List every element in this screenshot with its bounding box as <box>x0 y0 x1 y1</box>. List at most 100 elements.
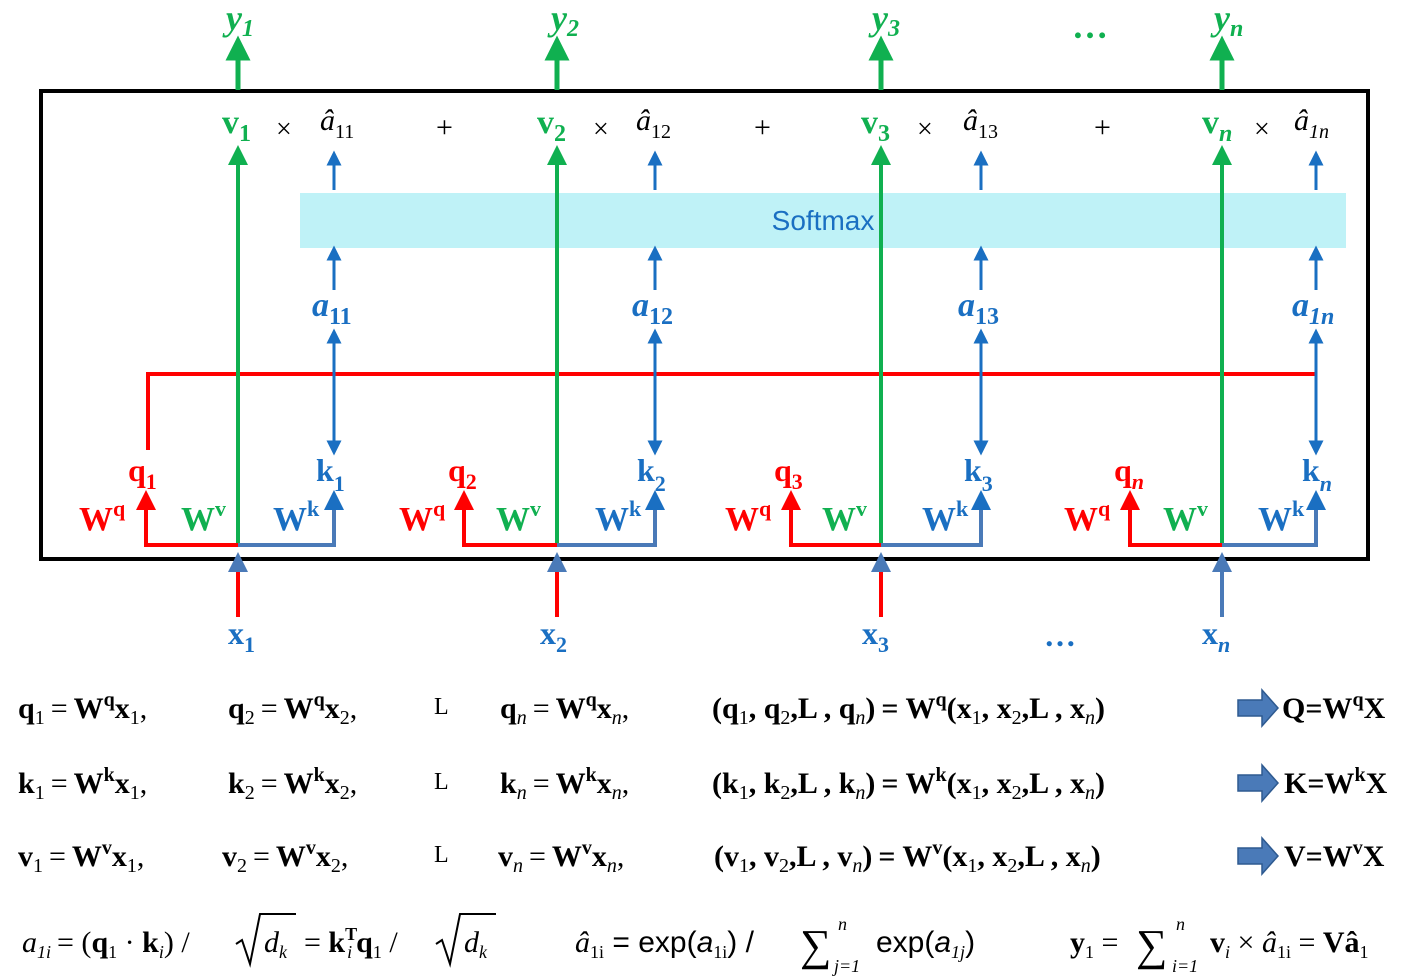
svg-text:exp(a1j): exp(a1j) <box>876 926 975 962</box>
formula-output: y1 = ∑ n i=1 vi × â1i = Vâ1 <box>1070 914 1369 976</box>
query-label-2: q2 <box>448 452 477 494</box>
query-label-n: qn <box>1114 452 1144 494</box>
svg-text:i=1: i=1 <box>1172 956 1198 976</box>
token-column-n <box>1120 35 1326 617</box>
input-label-2: x2 <box>540 615 567 657</box>
svg-text:v2=Wvx2,: v2=Wvx2, <box>222 837 348 877</box>
score-label-1n: a1n <box>1292 287 1334 330</box>
wv-label-3: Wv <box>822 496 867 538</box>
arrow-right-icon <box>1237 763 1280 803</box>
wq-label-1: Wq <box>79 496 126 538</box>
svg-text:(v1, v2,L , vn)= Wv(x1, x2,L: (v1, v2,L , vn)= Wv(x1, x2,L , xn) <box>714 837 1101 877</box>
query-proj-line <box>781 490 881 547</box>
svg-text:k1=Wkx1,: k1=Wkx1, <box>18 764 147 804</box>
wk-label-1: Wk <box>273 496 320 538</box>
plus-sign-2: + <box>754 111 771 144</box>
formula-softmax: â1i = exp(a1i) / ∑ n j=1 exp(a1j) <box>575 914 975 976</box>
value-label-n: vn <box>1202 104 1232 147</box>
times-sign-3: × <box>917 114 933 145</box>
weighted-sum-row: v1 × â11 + v2 × â12 + v3 × â13 + vn × â1… <box>222 104 1329 147</box>
attention-scores: a11 a12 a13 a1n <box>312 287 1334 330</box>
query-label-1: q1 <box>128 452 157 494</box>
svg-text:vn=Wvxn,: vn=Wvxn, <box>498 837 624 877</box>
token-column-1 <box>136 35 344 617</box>
plus-sign-3: + <box>1094 111 1111 144</box>
output-label-1: y1 <box>222 0 254 42</box>
svg-text:(q1, q2,L , qn)= Wq(x1, x2,L: (q1, q2,L , qn)= Wq(x1, x2,L , xn) <box>712 689 1105 729</box>
weight-label-2: â12 <box>636 104 671 143</box>
wq-label-n: Wq <box>1064 496 1111 538</box>
svg-text:qn=Wqxn,: qn=Wqxn, <box>500 689 629 729</box>
arrow-right-icon <box>1237 688 1280 728</box>
token-column-3 <box>781 35 991 617</box>
output-label-2: y2 <box>547 0 579 42</box>
query-label-3: q3 <box>774 452 803 494</box>
softmax-band <box>300 193 1346 248</box>
wk-label-n: Wk <box>1258 496 1305 538</box>
query-proj-line <box>136 490 238 547</box>
svg-text:dk: dk <box>264 926 288 962</box>
plus-sign-1: + <box>436 111 453 144</box>
key-label-n: kn <box>1302 452 1332 496</box>
svg-text:k2=Wkx2,: k2=Wkx2, <box>228 764 357 804</box>
key-label-1: k1 <box>316 452 345 496</box>
svg-text:dk: dk <box>464 926 488 962</box>
times-sign-n: × <box>1254 114 1270 145</box>
input-label-3: x3 <box>862 615 889 657</box>
equation-row-q: q1=Wqx1, q2=Wqx2, L qn=Wqxn, (q1, q2,L ,… <box>18 688 1386 729</box>
output-label-3: y3 <box>868 0 900 42</box>
equation-row-k: k1=Wkx1, k2=Wkx2, L kn=Wkxn, (k1, k2,L ,… <box>18 763 1388 804</box>
query-proj-line <box>1120 490 1222 547</box>
svg-text:∑: ∑ <box>800 921 831 970</box>
wk-label-3: Wk <box>922 496 969 538</box>
softmax-label: Softmax <box>772 205 875 236</box>
svg-text:K=WkX: K=WkX <box>1284 764 1388 800</box>
input-label-n: xn <box>1202 615 1230 657</box>
query-proj-line <box>454 490 557 547</box>
value-label-3: v3 <box>861 104 890 147</box>
svg-text:â1i = exp(a1i) /: â1i = exp(a1i) / <box>575 926 755 962</box>
weight-label-3: â13 <box>963 104 998 143</box>
score-label-13: a13 <box>958 287 999 330</box>
input-label-1: x1 <box>228 615 255 657</box>
output-ellipsis: … <box>1072 6 1108 46</box>
svg-text:v1=Wvx1,: v1=Wvx1, <box>18 837 144 877</box>
wq-label-2: Wq <box>399 496 446 538</box>
svg-text:L: L <box>434 842 449 868</box>
wv-label-n: Wv <box>1163 496 1208 538</box>
svg-text:j=1: j=1 <box>832 956 860 976</box>
key-proj-line <box>881 490 991 547</box>
value-label-1: v1 <box>222 104 251 147</box>
outputs: y1 y2 y3 … yn <box>222 0 1243 46</box>
svg-text:V=WvX: V=WvX <box>1284 837 1385 873</box>
weight-label-n: â1n <box>1294 104 1329 143</box>
attention-block-frame <box>39 89 1370 561</box>
wv-label-1: Wv <box>181 496 226 538</box>
svg-text:a1i= (q1 · ki) /: a1i= (q1 · ki) / <box>22 926 190 962</box>
wq-label-3: Wq <box>725 496 772 538</box>
svg-text:kn=Wkxn,: kn=Wkxn, <box>500 764 629 804</box>
arrow-right-icon <box>1237 836 1280 876</box>
score-label-12: a12 <box>632 287 673 330</box>
svg-text:L: L <box>434 769 449 795</box>
key-proj-line <box>238 490 344 547</box>
times-sign-2: × <box>593 114 609 145</box>
wk-label-2: Wk <box>595 496 642 538</box>
svg-text:∑: ∑ <box>1136 921 1167 970</box>
key-label-2: k2 <box>637 452 666 496</box>
key-proj-line <box>1222 490 1326 547</box>
key-proj-line <box>557 490 665 547</box>
svg-text:Q=WqX: Q=WqX <box>1282 689 1386 725</box>
times-sign-1: × <box>276 114 292 145</box>
projection-labels: q1 k1 Wq Wv Wk q2 k2 Wq Wv Wk q3 k3 Wq W… <box>79 452 1332 538</box>
wv-label-2: Wv <box>496 496 541 538</box>
svg-text:n: n <box>1176 914 1185 934</box>
sqrt-icon <box>435 913 496 968</box>
svg-text:(k1, k2,L , kn)= Wk(x1, x2,L: (k1, k2,L , kn)= Wk(x1, x2,L , xn) <box>712 764 1105 804</box>
inputs: x1 x2 x3 … xn <box>228 615 1230 657</box>
token-column-2 <box>454 35 665 617</box>
